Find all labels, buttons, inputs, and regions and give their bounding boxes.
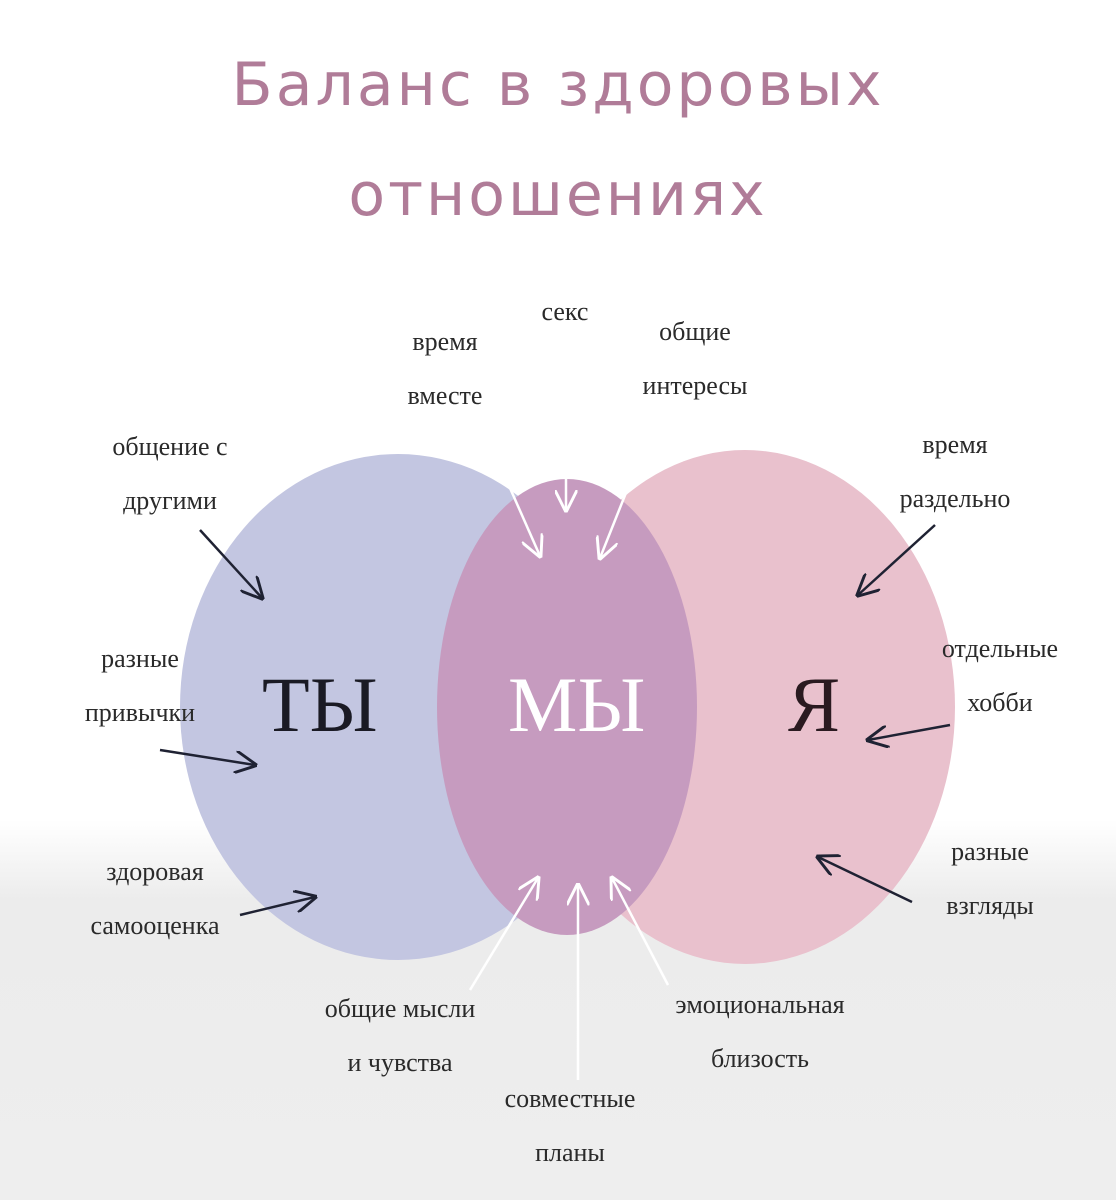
arrow-icon [239,897,315,917]
arrow-icon [199,529,262,598]
label-time-apart: время раздельно [899,430,1011,513]
arrow-icon [868,723,951,740]
label-separate-hobbies: отдельные хобби [941,634,1059,717]
label-common-interests: общие интересы [642,317,748,400]
arrow-icon [478,419,540,556]
label-you: ТЫ [262,661,378,748]
label-communication: общение с другими [112,432,228,515]
circle-us [437,479,697,935]
arrow-icon [612,878,670,986]
label-me: Я [788,661,841,748]
arrow-icon [159,748,255,765]
arrow-icon [600,419,657,558]
title-line-2: отношениях [348,160,768,230]
label-self-esteem: здоровая самооценка [90,857,220,940]
label-sex: секс [541,297,589,326]
arrow-icon [468,878,538,991]
arrow-icon [858,524,936,595]
arrow-icon [818,857,913,904]
label-different-habits: разные привычки [84,644,196,727]
label-us: МЫ [508,661,646,748]
title-line-1: Баланс в здоровых [231,50,885,120]
label-joint-plans: совместные планы [504,1084,636,1167]
white-arrows [468,355,670,1080]
label-shared-thoughts: общие мысли и чувства [324,994,476,1077]
label-emotional-closeness: эмоциональная близость [675,990,845,1073]
label-different-views: разные взгляды [946,837,1034,920]
dark-arrows [159,524,951,917]
label-time-together: время вместе [407,327,483,410]
